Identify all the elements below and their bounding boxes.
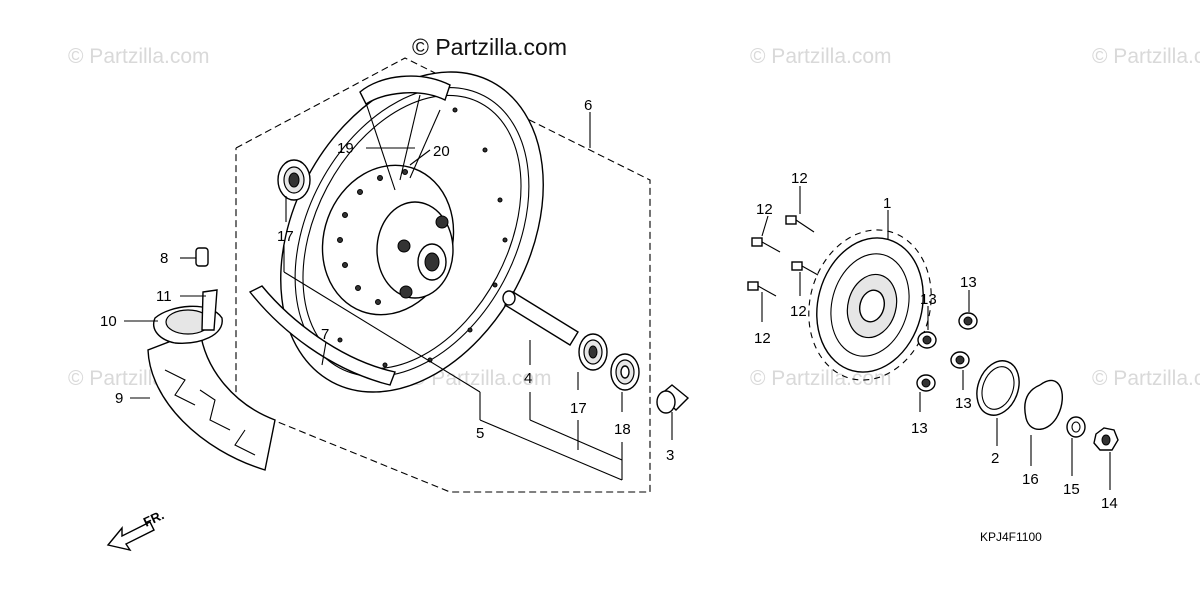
disc-holes [337,169,408,305]
axle-nut [1093,427,1119,451]
callout-20: 20 [433,143,450,160]
callout-5: 5 [476,425,484,442]
callout-15: 15 [1063,481,1080,498]
callout-3: 3 [666,447,674,464]
rim-band [248,75,451,386]
leader-lines [124,112,1111,490]
nuts [916,312,978,392]
callout-12-mid: 12 [790,303,807,320]
washer [1066,416,1086,438]
callout-11: 11 [156,288,172,305]
front-direction-arrow: FR. [106,507,166,552]
watermark-layer: © Partzilla.com © Partzilla.com © Partzi… [68,45,1200,390]
tire-assembly [147,289,276,471]
watermark: © Partzilla.com [68,45,210,68]
watermark: © Partzilla.com [1092,45,1200,68]
rim-holes [337,107,508,368]
callout-19: 19 [337,140,354,157]
oil-seal [610,353,640,391]
bearing-lower [578,333,608,371]
callout-17-lower: 17 [570,400,587,417]
callout-13-d: 13 [911,420,928,437]
callout-6: 6 [584,97,592,114]
callout-7: 7 [321,326,329,343]
callout-1: 1 [883,195,891,212]
studs [747,215,819,297]
callout-18: 18 [614,421,631,438]
callout-13-c: 13 [955,395,972,412]
callout-13-b: 13 [960,274,977,291]
callout-2: 2 [991,450,999,467]
callout-9: 9 [115,390,123,407]
callout-14: 14 [1101,495,1118,512]
axle-spacer [502,290,579,346]
callout-4: 4 [524,370,532,387]
watermark: © Partzilla.com [1092,367,1200,390]
callout-16: 16 [1022,471,1039,488]
callout-labels: 6 19 20 17 8 11 10 9 7 5 4 17 18 3 12 12… [100,97,1118,512]
callout-10: 10 [100,313,117,330]
callout-12-bottom: 12 [754,330,771,347]
watermark-main: © Partzilla.com [412,34,567,60]
watermark: © Partzilla.com [750,45,892,68]
watermark: © Partzilla.com [750,367,892,390]
watermark: © Partzilla.com [410,367,552,390]
assembly-outline [235,57,651,493]
callout-12-left: 12 [756,201,773,218]
circlip [1024,379,1063,430]
callout-8: 8 [160,250,168,267]
valve-cap [195,247,209,267]
o-ring [976,360,1020,416]
callout-12-top: 12 [791,170,808,187]
final-driven-sprocket [808,229,932,381]
side-collar [656,384,690,414]
diagram-code: KPJ4F1100 [980,530,1042,544]
bearing-upper [277,159,311,201]
front-direction-label: FR. [141,507,166,529]
callout-13-a: 13 [920,291,937,308]
callout-17-upper: 17 [277,228,294,245]
rear-wheel [280,71,544,393]
